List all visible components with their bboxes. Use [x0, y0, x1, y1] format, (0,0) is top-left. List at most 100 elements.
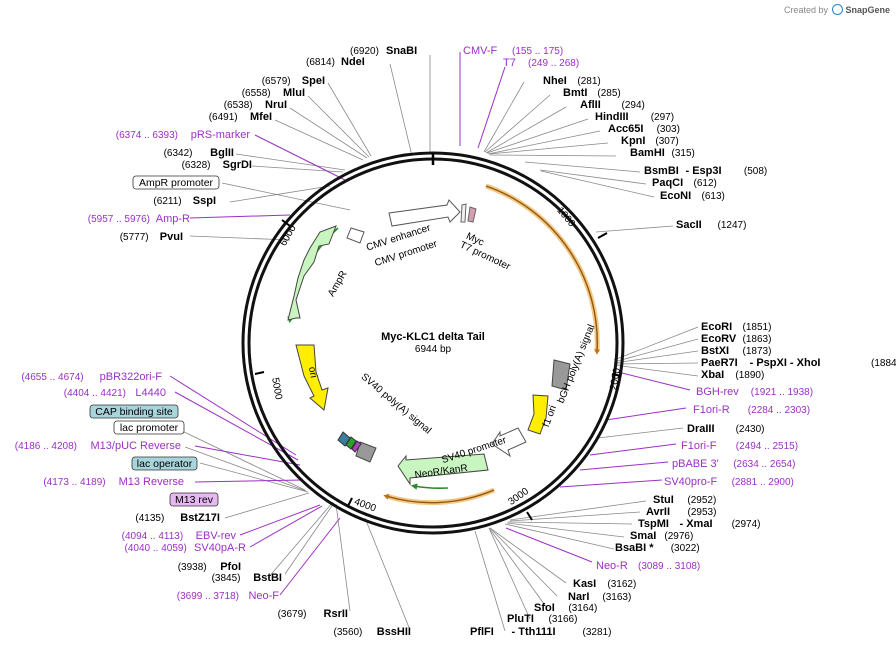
feature-leader-lines	[169, 52, 691, 596]
boxed-label-m13-rev[interactable]: M13 rev	[169, 492, 219, 507]
site-tspmi[interactable]: TspMI- XmaI(2974)	[638, 518, 761, 530]
site-name: KasI	[573, 578, 596, 590]
feature-ebv-rev[interactable]: EBV-rev(4094 .. 4113)	[122, 530, 237, 542]
top-site-snabi[interactable]: (6920) SnaBI	[350, 45, 417, 57]
site-pos: (1247)	[718, 220, 747, 231]
site-sgrdi[interactable]: SgrDI(6328)	[182, 159, 252, 171]
site-bstbi[interactable]: BstBI(3845)	[212, 572, 282, 584]
site-xbai[interactable]: XbaI(1890)	[701, 369, 764, 381]
site-bsmbi[interactable]: BsmBI- Esp3I(508)	[644, 165, 767, 177]
site-name: XbaI	[701, 369, 724, 381]
site-sfoi[interactable]: SfoI(3164)	[534, 602, 597, 614]
cmv-enhancer-arrow[interactable]	[388, 199, 461, 227]
feature-bgh-rev[interactable]: BGH-rev(1921 .. 1938)	[696, 386, 813, 398]
site-avrii[interactable]: AvrII(2953)	[646, 506, 716, 518]
site-name: PflFI	[470, 626, 494, 638]
feature-pbabe-3[interactable]: pBABE 3'(2634 .. 2654)	[672, 458, 795, 470]
boxed-label-cap-binding-site[interactable]: CAP binding site	[89, 404, 179, 419]
site-ecori[interactable]: EcoRI(1851)	[701, 321, 771, 333]
boxed-label-lac-operator[interactable]: lac operator	[131, 456, 198, 471]
site-spei[interactable]: SpeI(6579)	[262, 75, 325, 87]
site-pos: (303)	[657, 124, 680, 135]
site-bstz17i[interactable]: BstZ17I(4135)	[135, 512, 220, 524]
ori-feature-arrow[interactable]	[295, 344, 329, 411]
tick-label-2000: 2000	[608, 367, 623, 391]
myc-tag[interactable]	[460, 203, 467, 223]
feature-prs-marker[interactable]: pRS-marker (6374 .. 6393)	[116, 129, 251, 141]
feature-sv40pa-r[interactable]: SV40pA-R(4040 .. 4059)	[125, 542, 247, 554]
site-nari[interactable]: NarI(3163)	[568, 591, 631, 603]
feature-neo-r[interactable]: Neo-R(3089 .. 3108)	[596, 560, 700, 572]
site-pluti[interactable]: PluTI(3166)	[507, 613, 577, 625]
site-kasi[interactable]: KasI(3162)	[573, 578, 636, 590]
feature-range: (6374 .. 6393)	[116, 130, 178, 141]
feature-neo-f[interactable]: Neo-F(3699 .. 3718)	[177, 590, 280, 602]
boxed-label-lac-promoter[interactable]: lac promoter	[113, 420, 185, 435]
feature-f1ori-f[interactable]: F1ori-F(2494 .. 2515)	[681, 440, 798, 452]
site-name: PfoI	[220, 561, 241, 573]
site-pos: (3164)	[568, 603, 597, 614]
site-bmti[interactable]: BmtI(285)	[563, 87, 621, 99]
site-econi[interactable]: EcoNI(613)	[660, 190, 725, 202]
feature-name: pRS-marker	[191, 129, 251, 141]
site-paer7i[interactable]: PaeR7I- PspXI - XhoI(1884)	[701, 357, 896, 369]
site-bglii[interactable]: BglII(6342)	[164, 147, 234, 159]
neor-feature-arrow[interactable]	[397, 453, 489, 486]
site-mfei[interactable]: MfeI(6491)	[209, 111, 272, 123]
cmv-promoter-arrow[interactable]	[346, 227, 365, 244]
site-paqci[interactable]: PaqCI(612)	[652, 177, 717, 189]
site-bstxi[interactable]: BstXI(1873)	[701, 345, 771, 357]
site-mlui[interactable]: MluI(6558)	[242, 87, 305, 99]
site-kpni[interactable]: KpnI(307)	[621, 135, 679, 147]
site-rsrii[interactable]: RsrII(3679)	[278, 608, 348, 620]
sv40-polya-box[interactable]	[355, 441, 377, 463]
site-sacii[interactable]: SacII(1247)	[676, 219, 746, 231]
bgh-polya-box[interactable]	[551, 359, 571, 391]
feature-name: pBR322ori-F	[100, 371, 163, 383]
site-pflfi[interactable]: PflFI- Tth111I(3281)	[470, 626, 611, 638]
feature-m13-reverse[interactable]: M13 Reverse(4173 .. 4189)	[43, 476, 184, 488]
site-aflii[interactable]: AflII(294)	[580, 99, 645, 111]
site-pos: (6579)	[262, 76, 291, 87]
site-bsabi[interactable]: BsaBI *(3022)	[615, 542, 700, 554]
site-hindiii[interactable]: HindIII(297)	[595, 111, 674, 123]
site-sspi[interactable]: SspI(6211)	[153, 195, 216, 207]
feature-range: (3699 .. 3718)	[177, 591, 239, 602]
top-feature-t7[interactable]: T7 (249 .. 268)	[503, 57, 579, 69]
sv40-promoter-arrow[interactable]	[491, 427, 527, 458]
feature-sv40pro-f[interactable]: SV40pro-F(2881 .. 2900)	[664, 476, 794, 488]
site-nrui[interactable]: NruI(6538)	[224, 99, 287, 111]
top-site-ndei[interactable]: (6814) NdeI	[306, 56, 365, 68]
top-feature-cmv-f[interactable]: CMV-F (155 .. 175)	[463, 45, 563, 57]
ampr-feature-arrow[interactable]	[287, 225, 337, 321]
feature-name: BGH-rev	[696, 386, 739, 398]
site-nhei[interactable]: NheI(281)	[543, 75, 601, 87]
site-pos: (3938)	[178, 562, 207, 573]
site-bamhi[interactable]: BamHI(315)	[630, 147, 695, 159]
site-draiii[interactable]: DraIII(2430)	[687, 423, 765, 435]
f1ori-feature-arrow[interactable]	[527, 394, 549, 435]
t7-promoter-arrow[interactable]	[467, 206, 477, 223]
feature-amp-r[interactable]: Amp-R(5957 .. 5976)	[88, 213, 190, 225]
site-ecorv[interactable]: EcoRV(1863)	[701, 333, 771, 345]
label-text: M13 rev	[175, 494, 214, 506]
site-pfoi[interactable]: PfoI (3938)	[178, 561, 241, 573]
feature-f1ori-r[interactable]: F1ori-R(2284 .. 2303)	[693, 404, 810, 416]
right-site-labels: NheI(281)BmtI(285)AflII(294)HindIII(297)…	[470, 75, 896, 638]
lac-promoter-box[interactable]	[345, 436, 357, 450]
site-pvui[interactable]: PvuI(5777)	[120, 231, 183, 243]
feature-range: (4186 .. 4208)	[15, 441, 77, 452]
boxed-label-ampr-promoter[interactable]: AmpR promoter	[132, 175, 220, 190]
site-smai[interactable]: SmaI(2976)	[630, 530, 693, 542]
feature-m13-puc-reverse[interactable]: M13/pUC Reverse(4186 .. 4208)	[15, 440, 181, 452]
lac-operator-box[interactable]	[351, 440, 362, 453]
site-stui[interactable]: StuI(2952)	[653, 494, 716, 506]
site-name: TspMI	[638, 518, 669, 530]
label-text: AmpR promoter	[139, 177, 214, 189]
feature-pbr322ori-f[interactable]: pBR322ori-F(4655 .. 4674)	[21, 371, 162, 383]
feature-l4440[interactable]: L4440(4404 .. 4421)	[64, 387, 166, 399]
site-acc65i[interactable]: Acc65I(303)	[608, 123, 680, 135]
site-bsshii[interactable]: BssHII(3560)	[333, 626, 411, 638]
